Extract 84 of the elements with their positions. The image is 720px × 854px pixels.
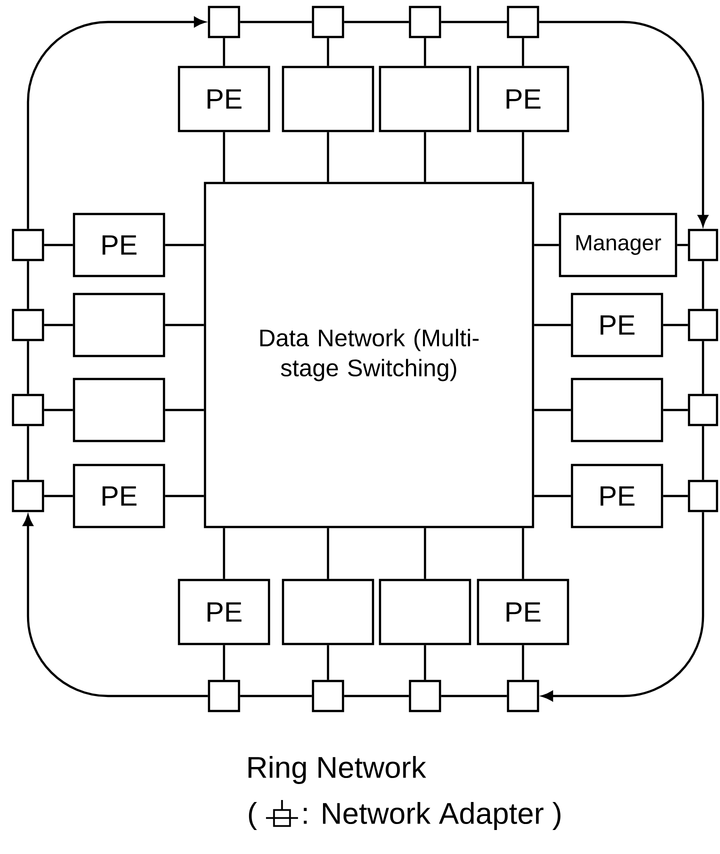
connector-line <box>702 341 704 394</box>
empty-box <box>282 66 374 132</box>
connector-line <box>344 694 409 698</box>
adapter-box <box>688 480 718 512</box>
connector-line <box>326 132 330 182</box>
processor-box: PE <box>178 578 270 646</box>
adapter-box <box>208 6 240 38</box>
processor-box: PE <box>476 66 570 132</box>
adapter-box <box>208 680 240 712</box>
connector-line <box>702 426 704 480</box>
connector-line <box>222 645 226 680</box>
connector-line <box>240 20 312 24</box>
adapter-box <box>688 308 718 342</box>
connector-line <box>663 408 688 412</box>
adapter-box <box>408 680 442 712</box>
connector-line <box>534 494 571 498</box>
connector-line <box>165 324 204 326</box>
adapter-box <box>312 680 344 712</box>
processor-box: PE <box>72 212 166 278</box>
adapter-box <box>312 6 344 38</box>
parenthesis: ( <box>248 802 257 830</box>
connector-line <box>44 324 73 326</box>
connector-line <box>26 341 30 394</box>
connector-line <box>240 694 312 698</box>
connector-line <box>44 494 73 498</box>
adapter-box <box>12 308 44 342</box>
arrow <box>539 20 708 226</box>
adapter-box <box>12 394 44 426</box>
connector-line <box>441 20 507 24</box>
connector-line <box>522 132 524 182</box>
connector-line <box>165 244 204 246</box>
adapter-box <box>408 6 442 38</box>
connector-line <box>26 261 30 309</box>
arrow <box>542 512 704 702</box>
connector-line <box>534 324 571 326</box>
connector-line <box>165 408 204 412</box>
empty-box <box>282 578 374 646</box>
connector-line <box>44 408 73 412</box>
adapter-box <box>688 228 718 262</box>
connector-line <box>424 528 426 579</box>
connector-line <box>424 38 426 66</box>
connector-line <box>677 244 688 246</box>
network-box: Data Network (Multi-stage Switching) <box>204 182 534 528</box>
connector-line <box>326 645 330 680</box>
processor-box: PE <box>570 292 664 358</box>
processor-box: PE <box>72 464 166 528</box>
processor-box: PE <box>476 578 570 646</box>
connector-line <box>522 645 524 680</box>
adapter-box <box>688 394 718 426</box>
connector-line <box>702 261 704 309</box>
connector-line <box>222 38 226 66</box>
connector-line <box>26 426 30 480</box>
empty-box <box>72 378 166 442</box>
connector-line <box>663 324 688 326</box>
connector-line <box>44 244 73 246</box>
legend-text: : Network Adapter ) <box>304 802 560 830</box>
connector-line <box>424 645 426 680</box>
processor-box: PE <box>178 66 270 132</box>
caption: Ring Network <box>248 756 426 784</box>
processor-box: PE <box>570 464 664 528</box>
adapter-box <box>506 680 540 712</box>
arrow <box>22 515 208 698</box>
connector-line <box>534 408 571 412</box>
arrow <box>26 16 205 229</box>
processor-box: Manager <box>558 212 678 278</box>
connector-line <box>424 132 426 182</box>
connector-line <box>165 494 204 498</box>
empty-box <box>378 578 472 646</box>
empty-box <box>72 292 166 358</box>
connector-line <box>663 494 688 498</box>
connector-line <box>344 20 409 24</box>
connector-line <box>522 528 524 579</box>
adapter-box <box>12 480 44 512</box>
connector-line <box>222 132 226 182</box>
connector-line <box>441 694 507 698</box>
empty-box <box>570 378 664 442</box>
empty-box <box>378 66 472 132</box>
connector-line <box>522 38 524 66</box>
connector-line <box>534 244 559 246</box>
connector-line <box>222 528 226 579</box>
adapter-box <box>506 6 540 38</box>
adapter-box <box>12 228 44 262</box>
connector-line <box>326 528 330 579</box>
connector-line <box>326 38 330 66</box>
